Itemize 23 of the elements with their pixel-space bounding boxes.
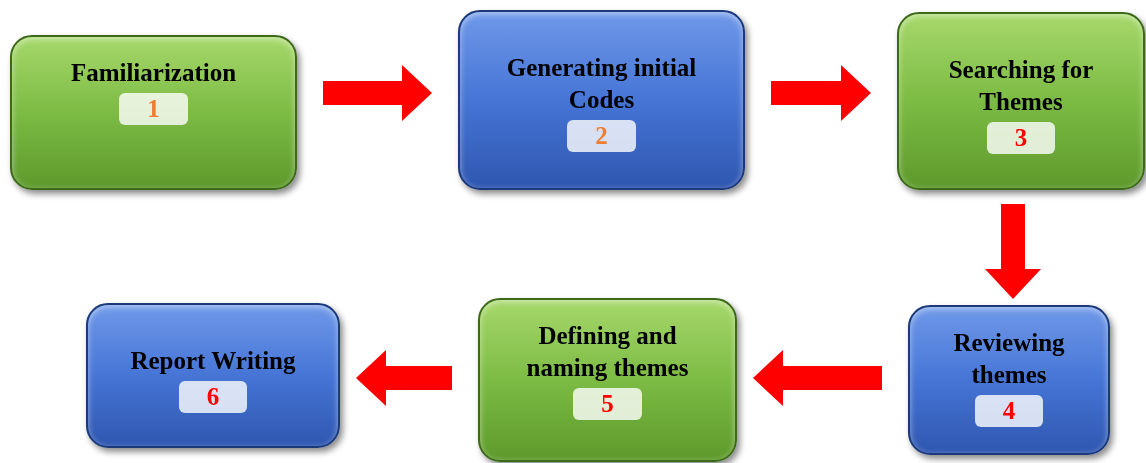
step-number: 4: [974, 395, 1044, 427]
step-title: Generating initial Codes: [505, 53, 698, 115]
process-box: [10, 35, 297, 190]
step-title: Familiarization: [69, 58, 238, 88]
process-box: [458, 10, 745, 190]
step-title: Searching for Themes: [947, 55, 1095, 117]
step-number: 5: [573, 388, 642, 420]
process-box: [478, 298, 737, 462]
step-title: Report Writing: [129, 346, 297, 376]
block-arrow: [985, 204, 1041, 299]
step-number: 6: [178, 381, 248, 413]
step-number: 3: [986, 122, 1056, 154]
process-box: [908, 305, 1110, 455]
step-number: 2: [567, 120, 636, 152]
block-arrow: [771, 65, 871, 121]
block-arrow: [356, 350, 452, 406]
process-box: [86, 303, 340, 448]
step-title: Defining and naming themes: [525, 321, 690, 383]
process-box: [897, 12, 1145, 190]
step-number: 1: [119, 93, 188, 125]
block-arrow: [753, 350, 882, 406]
step-title: Reviewing themes: [952, 328, 1066, 390]
block-arrow: [323, 65, 432, 121]
